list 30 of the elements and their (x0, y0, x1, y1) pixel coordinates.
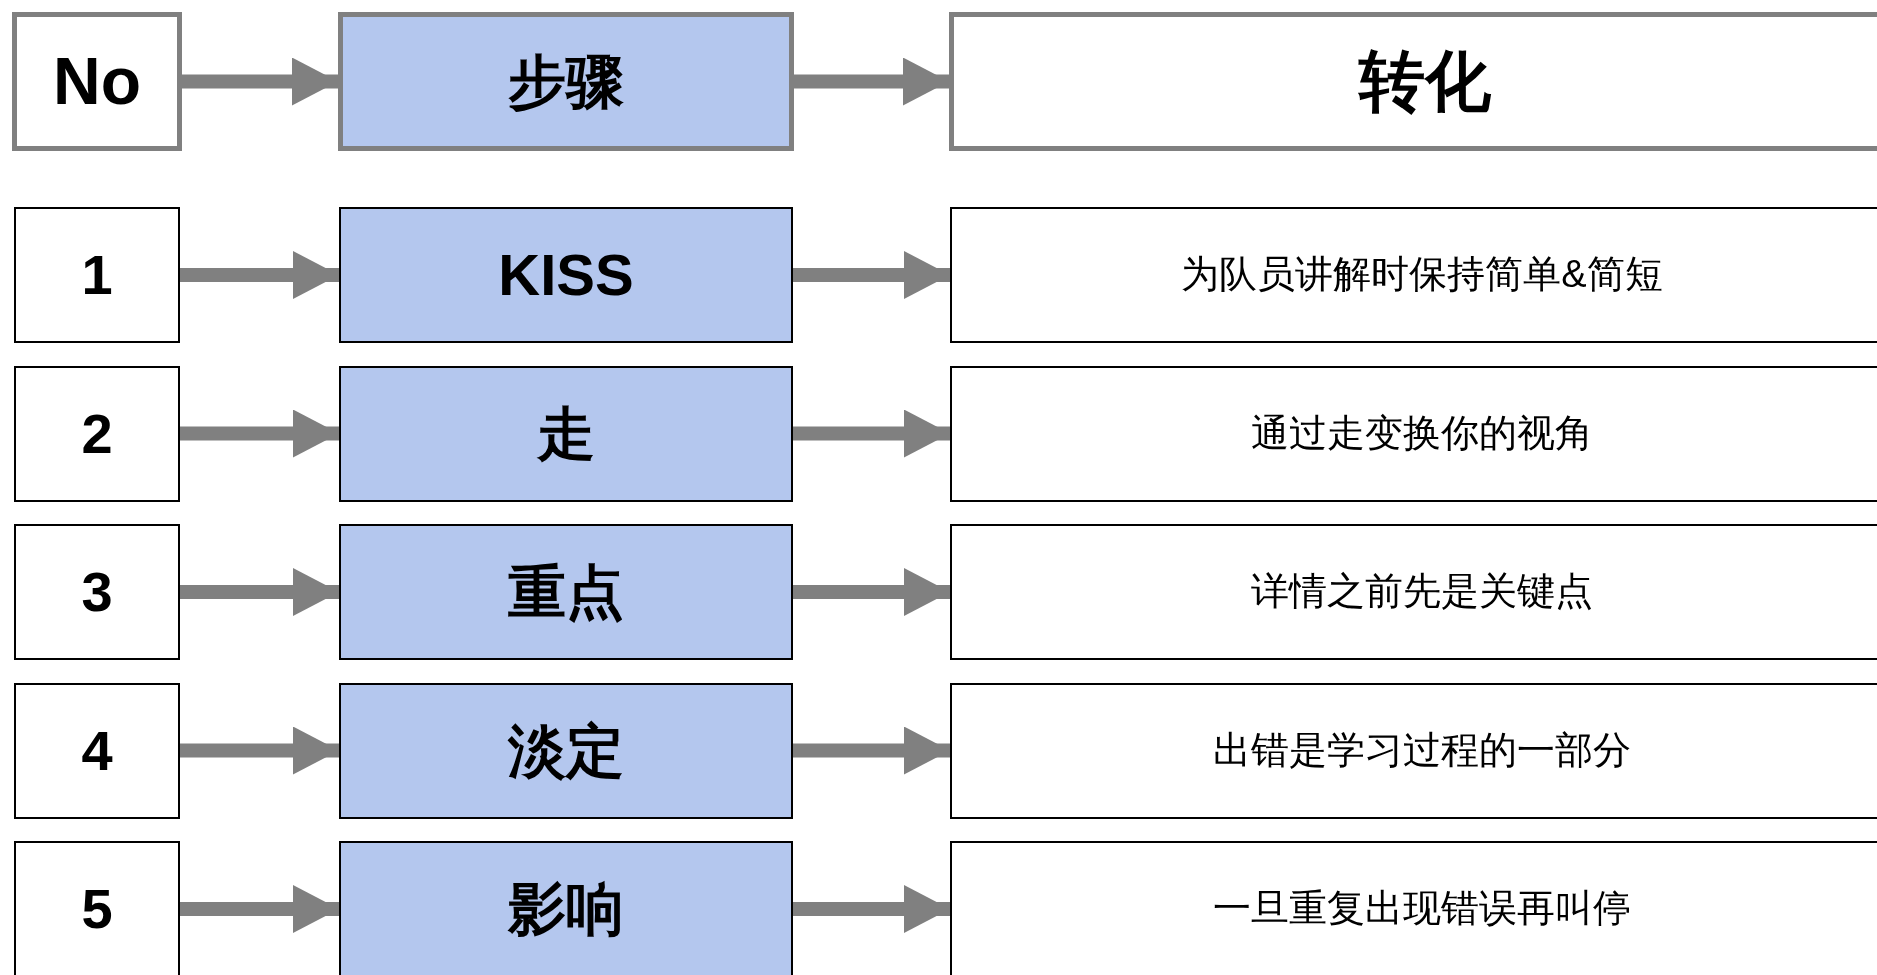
step-box: 影响 (339, 841, 793, 975)
arrow (794, 57, 949, 106)
arrow (793, 726, 950, 775)
arrow (180, 726, 339, 775)
step-box: 走 (339, 365, 793, 502)
description-box: 为队员讲解时保持简单&简短 (950, 207, 1877, 343)
step-box: 淡定 (339, 682, 793, 819)
description-box: 一旦重复出现错误再叫停 (950, 841, 1877, 975)
number-box: 3 (14, 524, 180, 660)
arrow (793, 251, 950, 299)
arrow (180, 568, 339, 616)
header-box: 转化 (949, 12, 1877, 151)
arrow (180, 409, 339, 458)
number-box: 4 (14, 682, 180, 819)
header-box: 步骤 (338, 12, 794, 151)
number-box: 5 (14, 841, 180, 975)
arrow (180, 885, 339, 933)
step-box: KISS (339, 207, 793, 343)
description-box: 出错是学习过程的一部分 (950, 682, 1877, 819)
step-box: 重点 (339, 524, 793, 660)
arrow (793, 409, 950, 458)
number-box: 1 (14, 207, 180, 343)
description-box: 通过走变换你的视角 (950, 365, 1877, 502)
arrow (793, 568, 950, 616)
number-box: 2 (14, 365, 180, 502)
description-box: 详情之前先是关键点 (950, 524, 1877, 660)
arrow (182, 57, 338, 106)
arrow (793, 885, 950, 933)
arrow (180, 251, 339, 299)
header-box: No (12, 12, 182, 151)
